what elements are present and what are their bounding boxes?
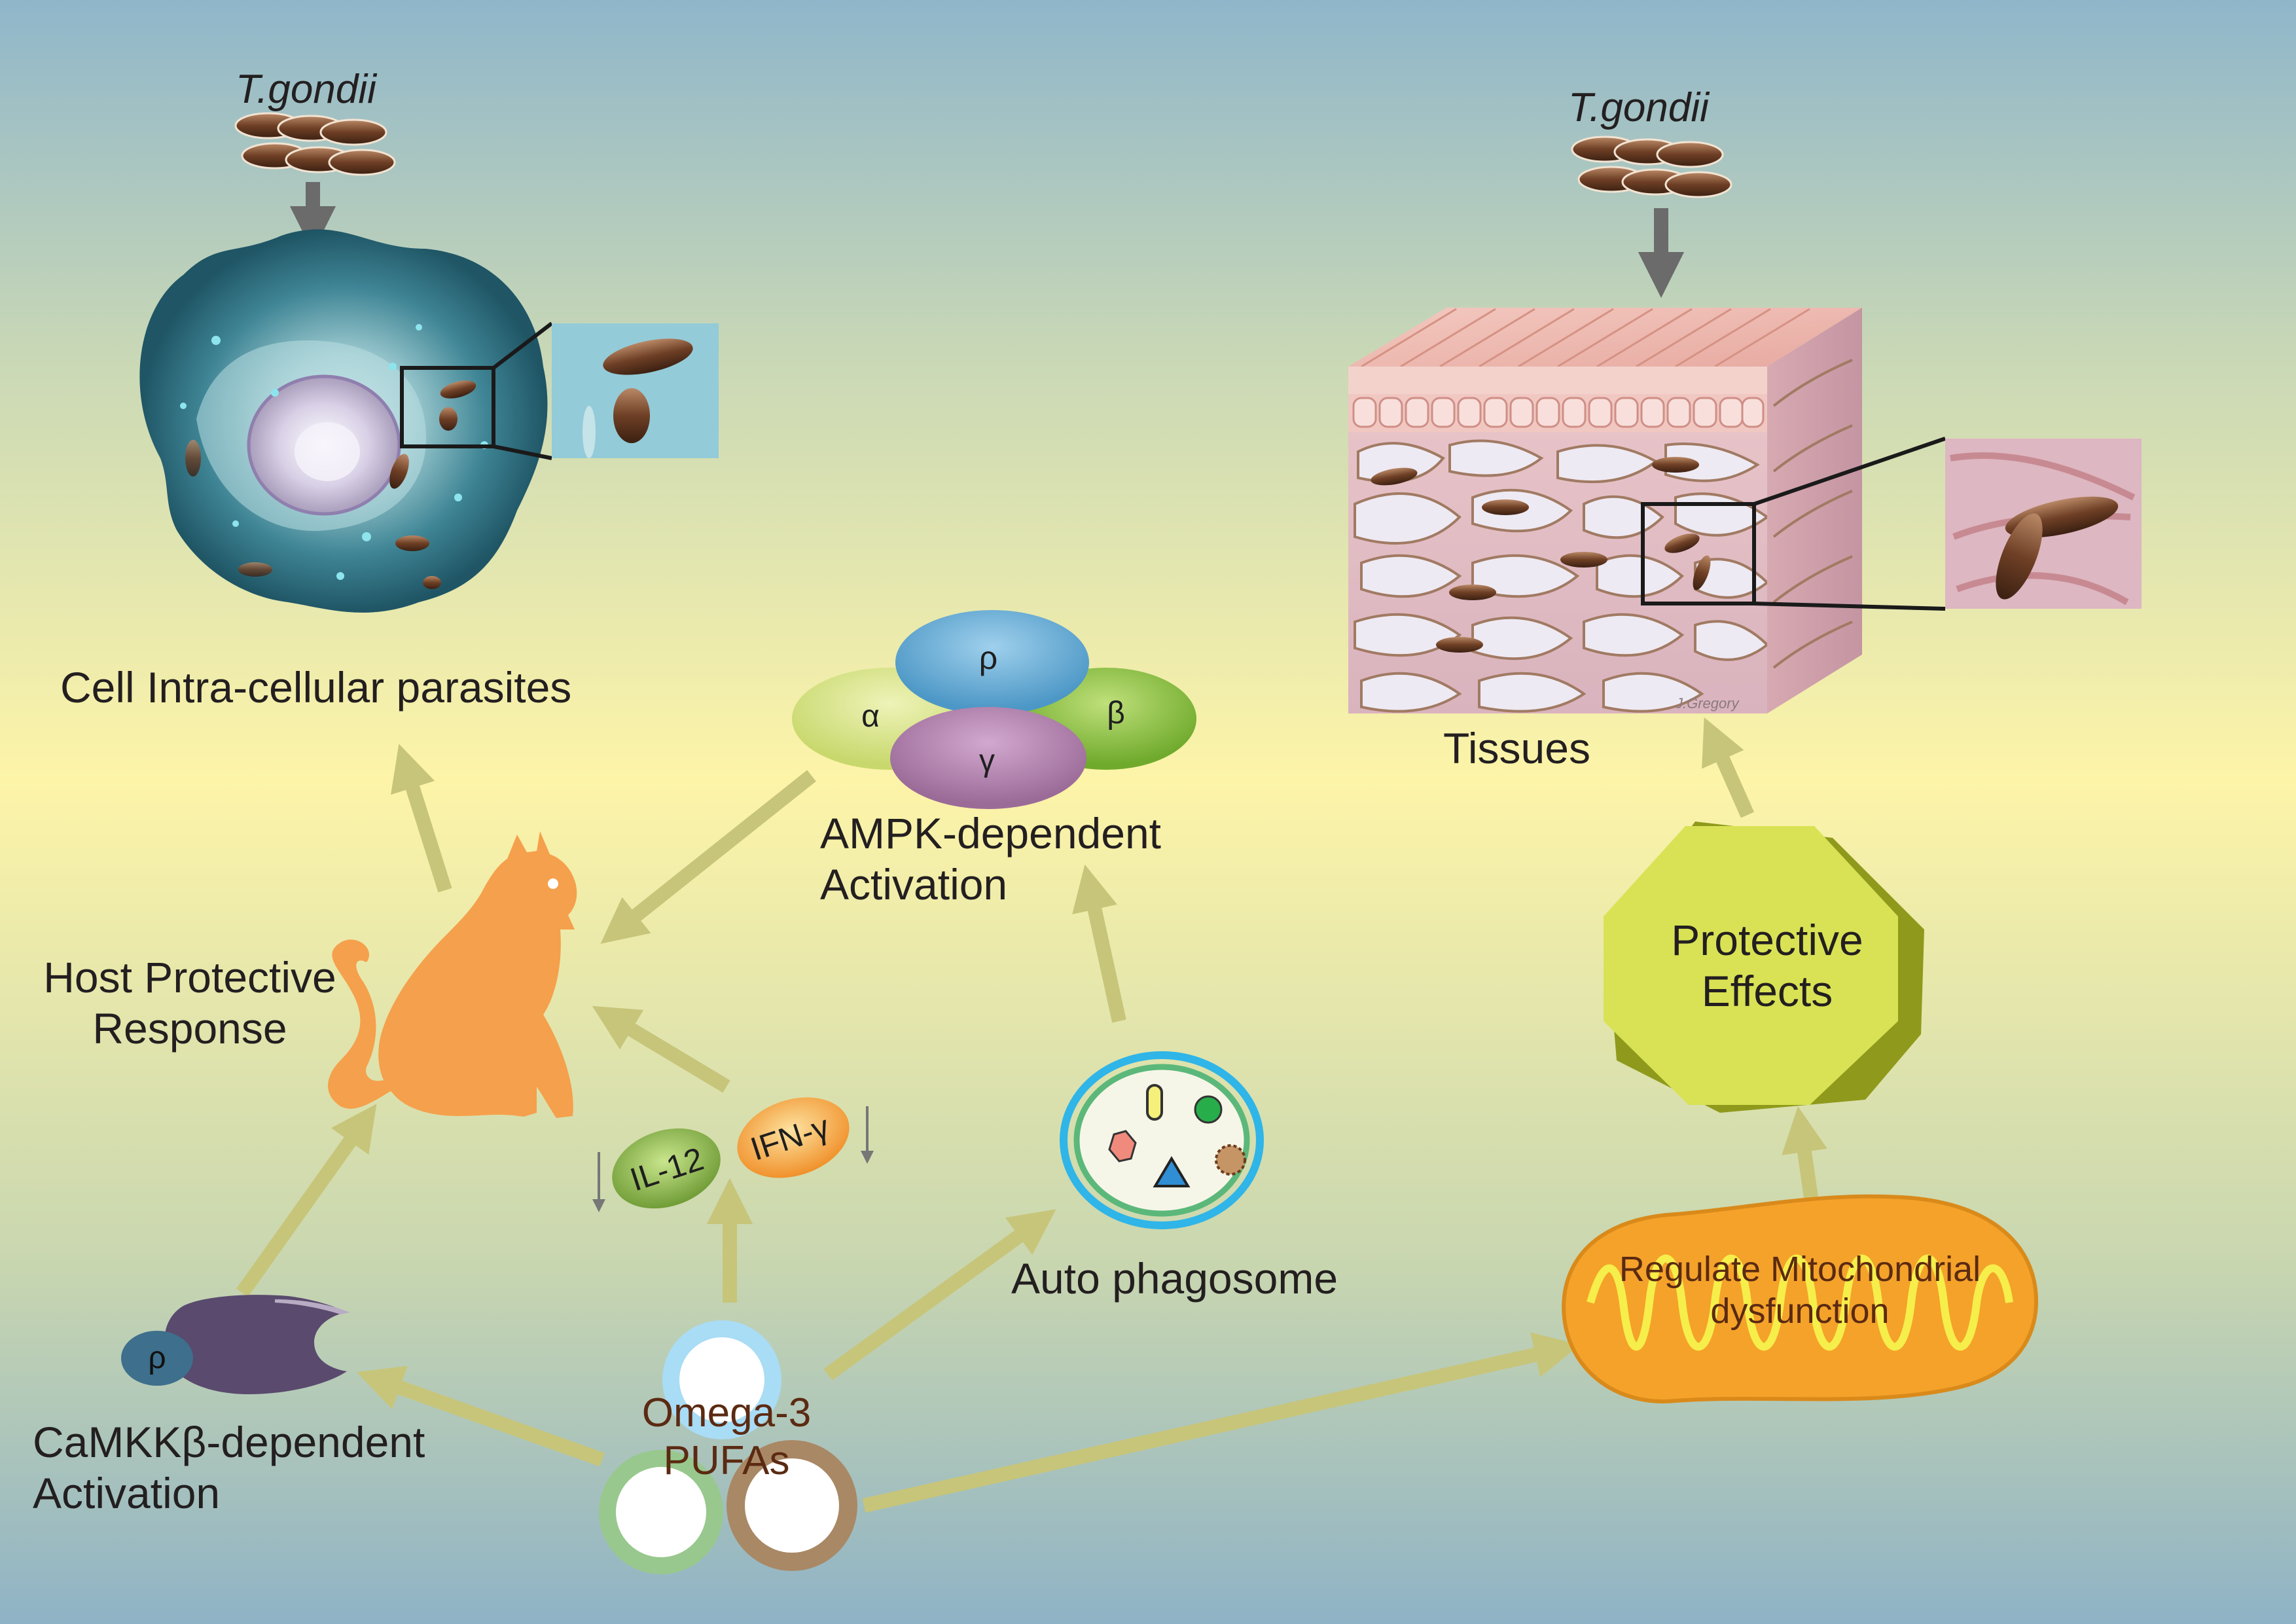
arrow-protective-to-tissues <box>1702 717 1755 818</box>
cytokines: IL-12 IFN-γ <box>592 1097 874 1212</box>
arrow-ampk-to-host <box>600 770 816 944</box>
ampk-gamma-label: γ <box>979 744 995 778</box>
camkk-activation-label: CaMKKβ-dependent Activation <box>33 1417 425 1519</box>
pathogen-label-right: T.gondii <box>1568 85 1709 130</box>
protective-effects-label: Protective Effects <box>1630 915 1905 1017</box>
ampk-label-line2: Activation <box>820 859 1008 909</box>
camkk-label-line1: CaMKKβ-dependent <box>33 1418 425 1466</box>
parasite-cluster-left <box>234 112 396 176</box>
mito-label-line1: Regulate Mitochondrial <box>1619 1250 1981 1289</box>
ampk-alpha-label: α <box>861 699 880 734</box>
autophagosome-illustration <box>1060 1051 1264 1229</box>
host-cell-illustration <box>139 229 548 613</box>
arrow-omega-to-mito <box>862 1332 1581 1513</box>
omega3-pufa-molecules <box>599 1320 857 1574</box>
arrow-autophagosome-to-ampk <box>1072 864 1126 1023</box>
pathogen-label-left: T.gondii <box>236 67 376 112</box>
camkk-rho-label: ρ <box>148 1341 166 1375</box>
ampk-rho-subunit <box>895 610 1089 715</box>
ampk-beta-label: β <box>1107 696 1125 731</box>
host-label-line2: Response <box>92 1003 287 1053</box>
arrow-host-to-cell <box>391 744 452 893</box>
arrow-omega-to-camkk <box>356 1365 605 1467</box>
ampk-label-line1: AMPK-dependent <box>820 809 1162 857</box>
flow-arrows <box>236 717 1827 1513</box>
cat-icon <box>328 831 577 1118</box>
cell-zoom-inset <box>492 321 719 460</box>
camkk-beta-icon: ρ <box>121 1295 350 1394</box>
arrow-cytokines-to-host <box>592 1005 730 1093</box>
camkk-label-line2: Activation <box>33 1468 221 1517</box>
arrow-camkk-to-host <box>236 1104 377 1297</box>
protective-label-line2: Effects <box>1701 966 1833 1015</box>
protective-label-line1: Protective <box>1671 916 1863 964</box>
autophagosome-label: Auto phagosome <box>1011 1254 1338 1303</box>
tissue-block-illustration: J.Gregory <box>1348 308 1862 713</box>
ampk-gamma-subunit <box>890 707 1086 809</box>
ampk-rho-label: ρ <box>979 640 997 676</box>
tissue-zoom-inset <box>1753 437 2142 611</box>
ampk-complex: ρ α β γ <box>792 610 1196 809</box>
omega-label-line2: PUFAs <box>663 1438 790 1484</box>
host-protective-response-label: Host Protective Response <box>20 952 360 1055</box>
mito-label-line2: dysfunction <box>1710 1291 1890 1331</box>
tissues-label: Tissues <box>1443 724 1590 772</box>
protective-effects-octagon <box>1604 821 1924 1113</box>
cell-label: Cell Intra-cellular parasites <box>60 663 572 712</box>
arrow-omega-to-autophagosome <box>823 1209 1056 1380</box>
mitochondrial-label: Regulate Mitochondrial dysfunction <box>1577 1249 2022 1332</box>
il12-oval <box>612 1128 721 1209</box>
tissue-watermark: J.Gregory <box>1675 695 1740 712</box>
omega3-pufas-label: Omega-3 PUFAs <box>615 1389 838 1485</box>
host-label-line1: Host Protective <box>43 953 336 1001</box>
mitochondrion-illustration <box>1562 1194 2038 1403</box>
omega-label-line1: Omega-3 <box>641 1390 812 1435</box>
parasite-cluster-right <box>1571 135 1732 198</box>
ifng-oval <box>737 1097 850 1178</box>
ampk-activation-label: AMPK-dependent Activation <box>820 808 1161 911</box>
